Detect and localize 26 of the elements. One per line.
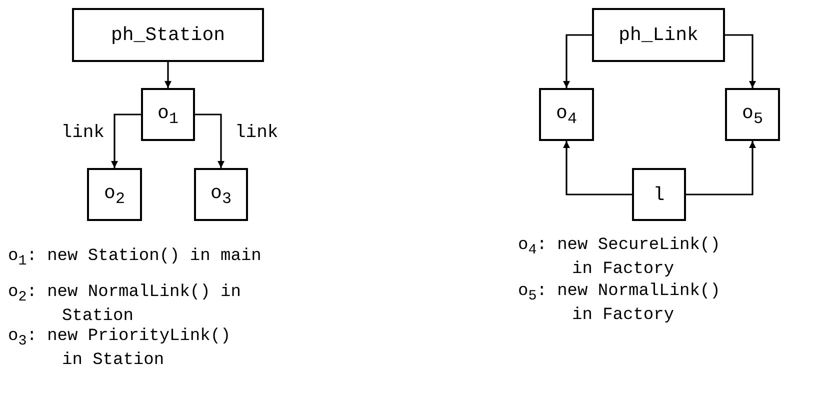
arrow [686,141,756,196]
object-box [632,168,686,221]
node-label: l [653,184,665,206]
node-label: ph_Link [618,24,698,46]
node-label: o$_{2}$ [104,182,125,208]
object-box [72,8,264,62]
arrow [195,114,224,168]
arrow [563,34,592,88]
arrow [725,34,756,88]
object-box [592,8,725,62]
node-label: o$_{3}$ [210,182,232,208]
arrow [563,141,632,196]
object-box [539,88,594,141]
node-label: o$_{1}$ [158,102,178,128]
object-box [87,168,142,221]
object-description: o$_{1}$: new Station() in main [8,247,262,272]
object-box [725,88,780,141]
node-label: o$_{5}$ [742,102,763,128]
arrow [111,114,141,168]
object-description: o$_{3}$: new PriorityLink() in Station [8,327,232,372]
node-label: ph_Station [110,24,226,46]
arrow [164,62,172,88]
object-description: o$_{5}$: new NormalLink() in Factory [518,282,722,326]
node-label: o$_{4}$ [556,102,577,128]
object-box [194,168,248,221]
object-box [141,88,195,141]
